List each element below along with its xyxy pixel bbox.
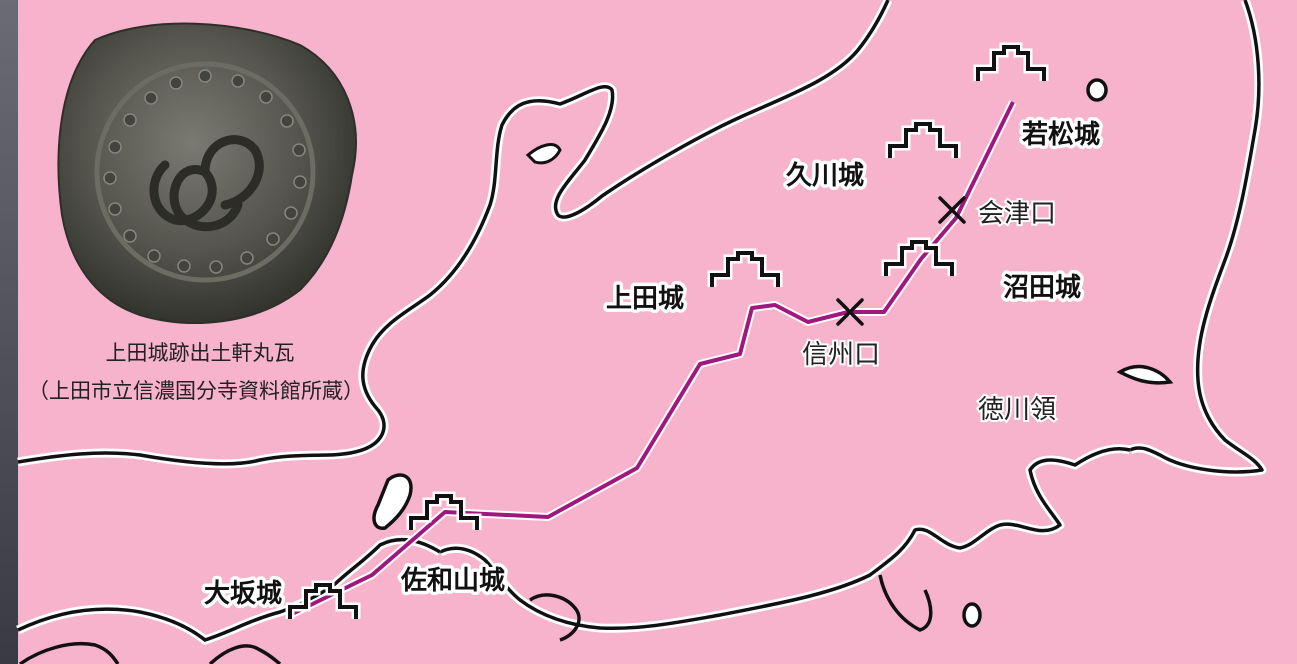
ise-bay-coast [529,593,581,642]
cross-icon-aizu [938,196,966,224]
castle-icon-ueda [712,253,778,287]
photo-caption-line2: （上田市立信濃国分寺資料館所蔵） [28,379,364,403]
castle-label-osaka: 大坂城 [204,579,282,609]
castle-icon-wakamatsu [978,47,1044,81]
noto-peninsula [525,143,562,165]
place-label-shinshu-guchi: 信州口 [802,340,880,370]
izu-coast [878,574,933,632]
kii-coast [208,644,282,664]
shikoku-coast [18,641,120,664]
lake-kasumigaura [1116,364,1174,385]
castle-icon-kugawa [890,124,956,158]
castle-label-numata: 沼田城 [1003,273,1081,303]
roof-tile-photo [57,22,357,324]
tile-dots [103,69,307,274]
castle-label-ueda: 上田城 [606,284,684,314]
castle-label-kugawa: 久川城 [786,161,864,191]
photo-caption-line1: 上田城跡出土軒丸瓦 [106,341,295,365]
island-sado [1086,78,1108,102]
lake-biwa [372,473,413,530]
castle-label-wakamatsu: 若松城 [1022,120,1100,150]
place-label-tokugawa-territory: 徳川領 [978,395,1056,425]
place-label-aizu-guchi: 会津口 [978,199,1056,229]
left-edge-strip [0,0,18,664]
tomoe-crest-icon [149,135,264,232]
cross-icon-shinshu [836,298,864,326]
island-izu-oshima [962,602,982,628]
castle-label-sawayama: 佐和山城 [400,566,505,596]
